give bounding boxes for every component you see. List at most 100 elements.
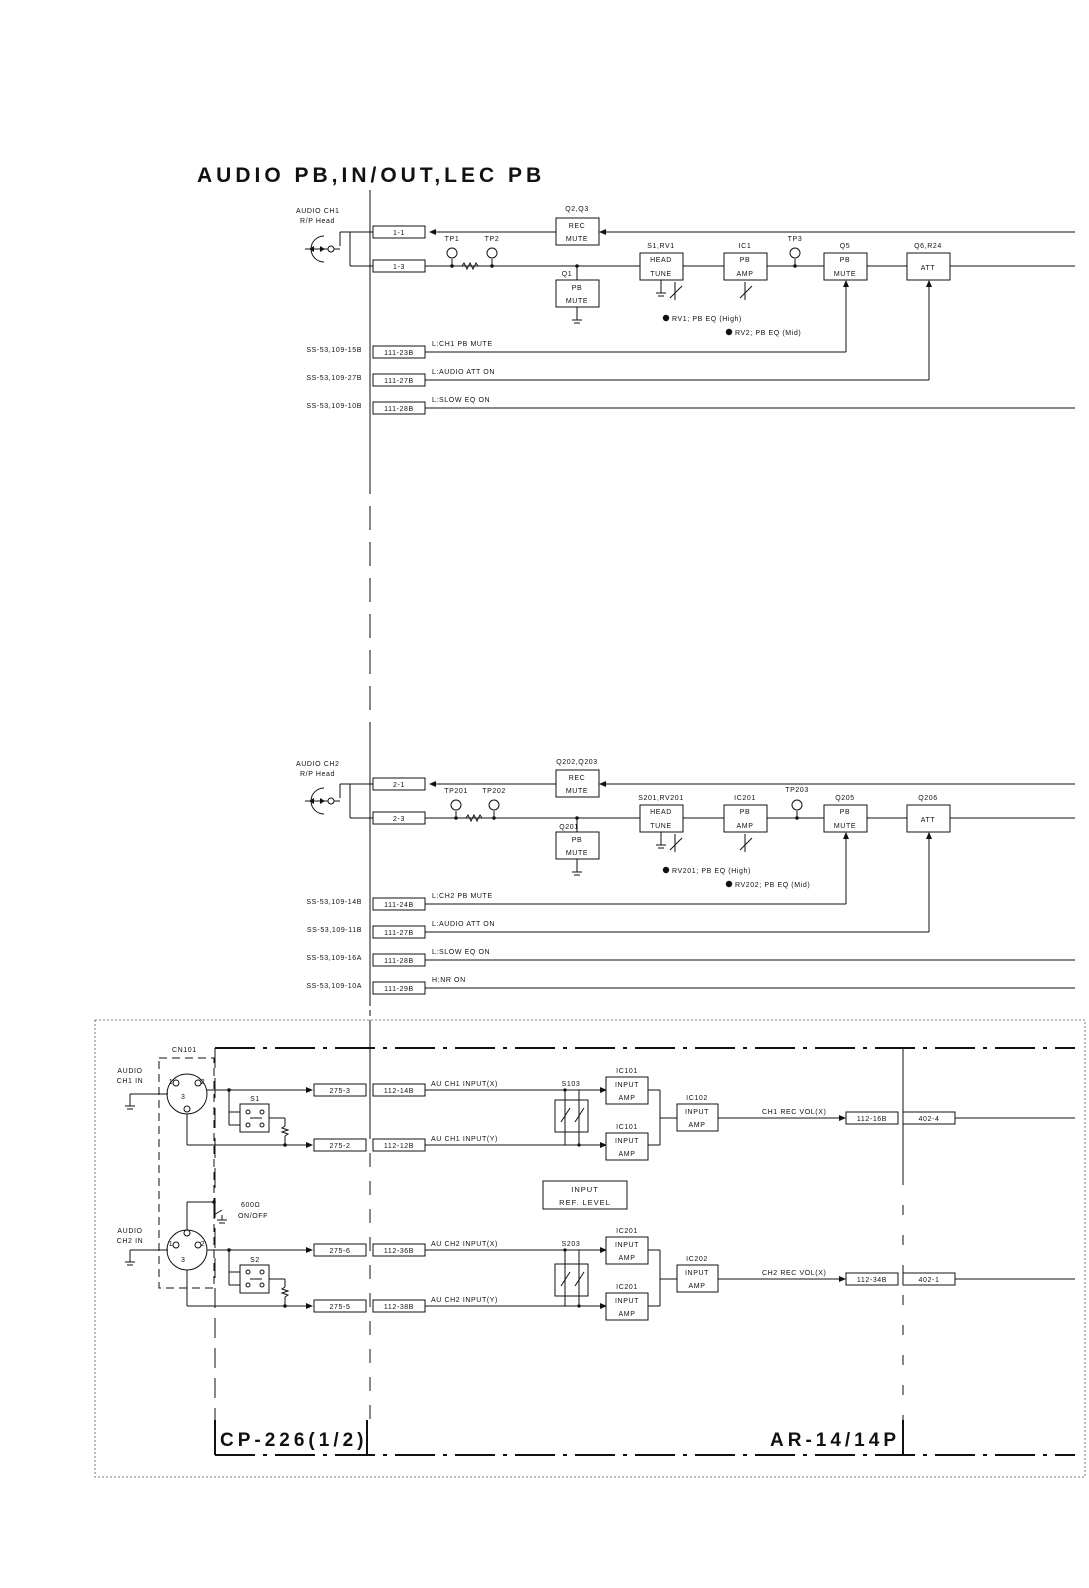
svg-text:111-28B: 111-28B — [384, 406, 414, 413]
svg-text:402-4: 402-4 — [919, 1116, 940, 1123]
svg-text:PB: PB — [840, 809, 851, 816]
svg-text:111-29B: 111-29B — [384, 986, 414, 993]
diagram-title: AUDIO PB,IN/OUT,LEC PB — [197, 164, 545, 187]
head-icon — [305, 231, 373, 267]
input-section: CP-226(1/2) AR-14/14P CN101 1 2 3 AUDIO … — [94, 1019, 1086, 1478]
outer-dotted-border — [94, 1019, 1086, 1478]
pin-label: 2-1 — [393, 782, 405, 789]
svg-text:SS-53,109-10B: SS-53,109-10B — [306, 403, 362, 410]
svg-text:112-16B: 112-16B — [857, 1116, 887, 1123]
svg-text:IC102: IC102 — [686, 1095, 708, 1102]
svg-text:402-1: 402-1 — [919, 1277, 940, 1284]
svg-text:111-27B: 111-27B — [384, 378, 414, 385]
svg-text:ATT: ATT — [921, 817, 936, 824]
xlr-connector-ch2: 1 2 3 — [166, 1229, 208, 1271]
pb-mute-block — [555, 831, 600, 860]
svg-text:111-27B: 111-27B — [384, 930, 414, 937]
svg-text:MUTE: MUTE — [834, 271, 856, 278]
adjustment-note: RV2; PB EQ (Mid) — [735, 330, 801, 337]
svg-text:Q205: Q205 — [835, 795, 855, 802]
adjustment-note: RV202; PB EQ (Mid) — [735, 882, 810, 889]
svg-text:1: 1 — [169, 1079, 174, 1086]
svg-text:AUDIO: AUDIO — [117, 1068, 142, 1075]
ch2-playback-section: AUDIO CH2 R/P Head 2-1 2-3 Q202,Q203 REC… — [296, 759, 1075, 995]
svg-text:IC101: IC101 — [616, 1068, 638, 1075]
svg-text:SS-53,109-16A: SS-53,109-16A — [306, 955, 362, 962]
svg-text:111-24B: 111-24B — [384, 902, 414, 909]
svg-text:PB: PB — [740, 809, 751, 816]
svg-text:Q2,Q3: Q2,Q3 — [565, 206, 589, 213]
ch1-control-lines: SS-53,109-15B 111-23B L:CH1 PB MUTE SS-5… — [306, 280, 1075, 415]
pb-mute-block — [823, 804, 868, 833]
svg-text:AMP: AMP — [689, 1283, 706, 1290]
connector-label: CN101 — [172, 1047, 197, 1054]
svg-text:TP201: TP201 — [444, 788, 468, 795]
board-label-cp226: CP-226(1/2) — [220, 1430, 368, 1451]
svg-text:SS-53,109-15B: SS-53,109-15B — [306, 347, 362, 354]
svg-text:AMP: AMP — [619, 1151, 636, 1158]
ch1-head-sublabel: R/P Head — [300, 218, 335, 225]
svg-text:INPUT: INPUT — [615, 1242, 639, 1249]
ch1-head-label: AUDIO CH1 — [296, 208, 340, 215]
svg-text:3: 3 — [181, 1257, 186, 1264]
svg-text:AU CH2 INPUT(Y): AU CH2 INPUT(Y) — [431, 1297, 498, 1304]
svg-text:L:AUDIO ATT ON: L:AUDIO ATT ON — [432, 921, 495, 928]
svg-text:MUTE: MUTE — [566, 236, 588, 243]
pb-amp-block — [723, 252, 768, 281]
adjustment-note: RV201; PB EQ (High) — [672, 868, 751, 875]
svg-text:PB: PB — [572, 285, 583, 292]
input-amp-block — [605, 1132, 649, 1161]
svg-text:IC201: IC201 — [734, 795, 756, 802]
svg-text:INPUT: INPUT — [615, 1298, 639, 1305]
ground-icon — [125, 1105, 135, 1110]
svg-text:MUTE: MUTE — [834, 823, 856, 830]
svg-text:AMP: AMP — [619, 1311, 636, 1318]
svg-text:SS-53,109-27B: SS-53,109-27B — [306, 375, 362, 382]
svg-text:MUTE: MUTE — [566, 298, 588, 305]
ch2-control-lines: SS-53,109-14B 111-24B L:CH2 PB MUTE SS-5… — [306, 832, 1075, 995]
rec-mute-block — [555, 217, 600, 246]
svg-text:CH1 IN: CH1 IN — [117, 1078, 144, 1085]
svg-text:CH2 REC VOL(X): CH2 REC VOL(X) — [762, 1270, 826, 1277]
svg-text:INPUT: INPUT — [685, 1109, 709, 1116]
svg-text:Q6,R24: Q6,R24 — [914, 243, 942, 250]
svg-text:Q1: Q1 — [562, 271, 573, 278]
svg-text:AUDIO: AUDIO — [117, 1228, 142, 1235]
svg-text:AU CH2 INPUT(X): AU CH2 INPUT(X) — [431, 1241, 498, 1248]
svg-text:S2: S2 — [250, 1257, 260, 1264]
svg-text:Q206: Q206 — [918, 795, 938, 802]
svg-text:TP203: TP203 — [785, 787, 809, 794]
svg-text:Q5: Q5 — [840, 243, 851, 250]
svg-text:PB: PB — [740, 257, 751, 264]
svg-text:ON/OFF: ON/OFF — [238, 1213, 268, 1220]
svg-text:MUTE: MUTE — [566, 788, 588, 795]
svg-text:INPUT: INPUT — [615, 1138, 639, 1145]
ch2-head-sublabel: R/P Head — [300, 771, 335, 778]
svg-text:S1,RV1: S1,RV1 — [647, 243, 675, 250]
xlr-connector-ch1: 1 2 3 — [166, 1073, 208, 1115]
svg-text:TP202: TP202 — [482, 788, 506, 795]
pb-mute-block — [555, 279, 600, 308]
pin-label: 2-3 — [393, 816, 405, 823]
svg-text:AMP: AMP — [737, 823, 754, 830]
svg-text:275-2: 275-2 — [330, 1143, 351, 1150]
test-point-icon — [446, 247, 458, 259]
switch-s203 — [554, 1263, 589, 1297]
svg-text:L:SLOW EQ ON: L:SLOW EQ ON — [432, 949, 490, 956]
head-icon — [305, 783, 373, 819]
svg-text:H:NR ON: H:NR ON — [432, 977, 466, 984]
input-amp-block — [605, 1076, 649, 1105]
svg-text:IC201: IC201 — [616, 1228, 638, 1235]
rec-mute-block — [555, 769, 600, 798]
svg-text:SS-53,109-10A: SS-53,109-10A — [306, 983, 362, 990]
svg-text:275-3: 275-3 — [330, 1088, 351, 1095]
svg-text:L:CH1 PB MUTE: L:CH1 PB MUTE — [432, 341, 493, 348]
svg-text:AU CH1 INPUT(Y): AU CH1 INPUT(Y) — [431, 1136, 498, 1143]
pin-label: 1-1 — [393, 230, 405, 237]
svg-text:IC202: IC202 — [686, 1256, 708, 1263]
svg-text:INPUT: INPUT — [571, 1185, 599, 1194]
svg-text:INPUT: INPUT — [685, 1270, 709, 1277]
svg-text:TP2: TP2 — [485, 236, 500, 243]
main-bus — [366, 190, 371, 1455]
